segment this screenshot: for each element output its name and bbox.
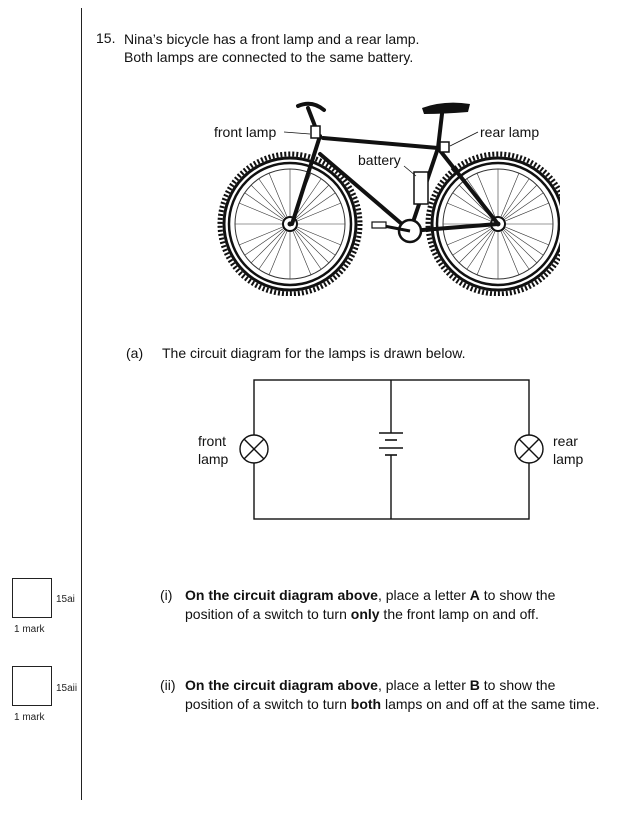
rear-lamp-circuit-label: rear lamp (553, 433, 584, 467)
bicycle-illustration (200, 101, 560, 296)
mark-label-15ai: 1 mark (14, 624, 45, 635)
margin-line (81, 8, 82, 800)
part-a-letter: (a) (126, 345, 144, 361)
front-lamp-symbol (239, 434, 269, 464)
sub-ii-text: On the circuit diagram above, place a le… (185, 677, 600, 712)
sub-i-number: (i) (160, 587, 173, 603)
battery-label: battery (358, 152, 401, 168)
mark-code-15aii: 15aii (56, 683, 78, 694)
mark-box-15ai[interactable] (12, 578, 52, 618)
mark-label-15aii: 1 mark (14, 712, 45, 723)
battery-symbol (379, 432, 403, 456)
question-number: 15. (96, 30, 116, 46)
mark-box-15aii[interactable] (12, 666, 52, 706)
question-text: Nina’s bicycle has a front lamp and a re… (124, 30, 419, 66)
sub-i-text: On the circuit diagram above, place a le… (185, 587, 556, 622)
question-line-1: Nina’s bicycle has a front lamp and a re… (124, 31, 420, 47)
mark-code-15ai: 15ai (56, 594, 75, 605)
front-lamp-label: front lamp (214, 124, 277, 140)
front-lamp-circuit-label: front lamp (198, 433, 229, 467)
circuit-diagram (239, 379, 544, 520)
question-line-2: Both lamps are connected to the same bat… (124, 49, 414, 65)
sub-ii-number: (ii) (160, 677, 176, 693)
rear-lamp-symbol (514, 434, 544, 464)
rear-lamp-label: rear lamp (480, 124, 540, 140)
part-a-text: The circuit diagram for the lamps is dra… (162, 345, 466, 361)
